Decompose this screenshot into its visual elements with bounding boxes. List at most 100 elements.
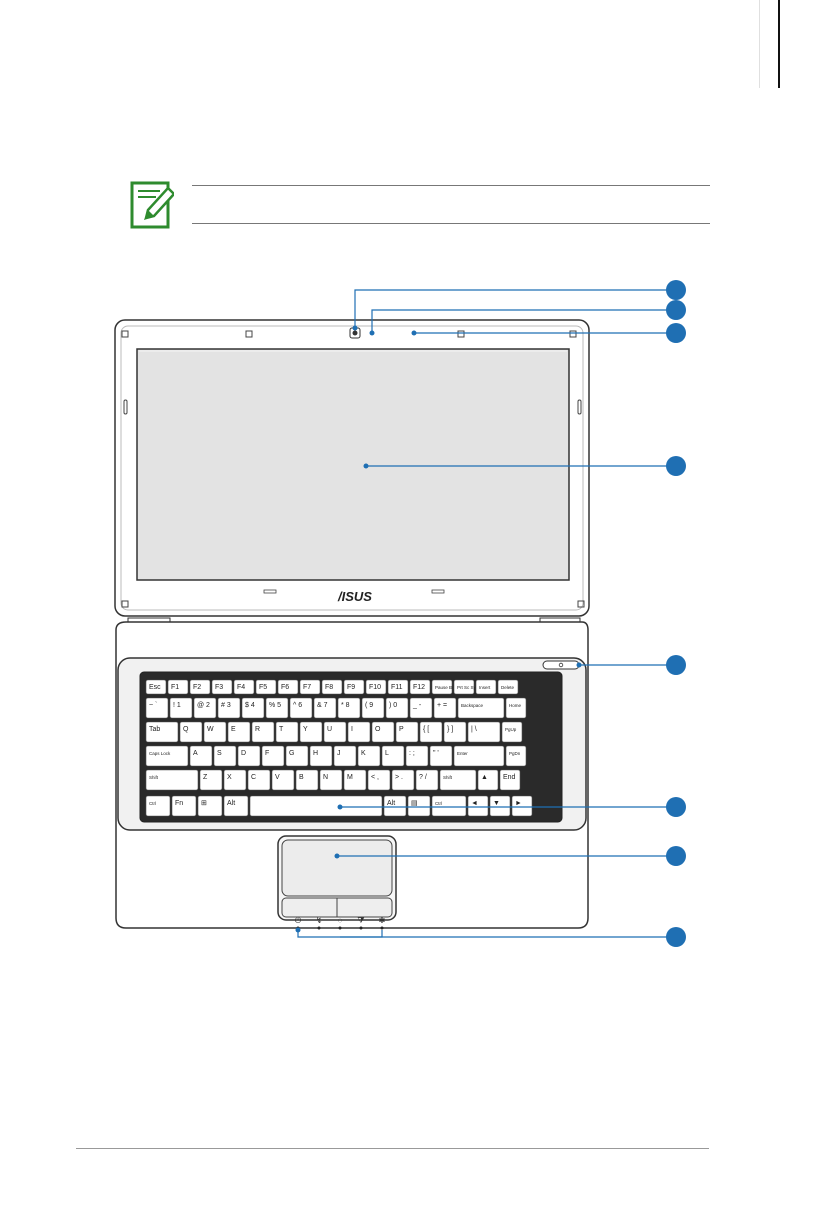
svg-text:▼: ▼	[493, 800, 500, 807]
wireless-icon: ⧩	[357, 916, 364, 925]
svg-text:F3: F3	[215, 684, 223, 691]
key-f3: F3	[211, 679, 233, 695]
key--: | \	[467, 721, 501, 743]
key--3: # 3	[217, 697, 241, 719]
svg-text:{ [: { [	[423, 726, 429, 733]
key-alt: Alt	[223, 795, 249, 817]
callout-anchor-camera-indicator	[369, 330, 375, 336]
key-caps-lock: Caps Lock	[145, 745, 189, 767]
key--: ►	[511, 795, 533, 817]
svg-text:F12: F12	[413, 684, 425, 691]
key--1: ! 1	[169, 697, 193, 719]
callout-anchor-status-indicators	[295, 927, 301, 933]
svg-text:X: X	[227, 774, 232, 781]
key-tab: Tab	[145, 721, 179, 743]
key--: " '	[429, 745, 453, 767]
bluetooth-icon: ✱	[379, 916, 386, 925]
callout-marker-camera	[666, 280, 686, 300]
svg-text:V: V	[275, 774, 280, 781]
svg-text:F2: F2	[193, 684, 201, 691]
callout-anchor-display-panel	[363, 463, 369, 469]
key-f9: F9	[343, 679, 365, 695]
key--9: ( 9	[361, 697, 385, 719]
svg-text:Ctrl: Ctrl	[435, 801, 442, 806]
key-f: F	[261, 745, 285, 767]
key-u: U	[323, 721, 347, 743]
callout-marker-display-panel	[666, 456, 686, 476]
svg-text:Delete: Delete	[501, 685, 515, 690]
svg-text:( 9: ( 9	[365, 702, 373, 709]
key-home: Home	[505, 697, 527, 719]
key-v: V	[271, 769, 295, 791]
svg-text:G: G	[289, 750, 294, 757]
svg-text:►: ►	[515, 800, 522, 807]
svg-text:_ -: _ -	[412, 702, 422, 709]
svg-text:Q: Q	[183, 726, 189, 733]
svg-text:I: I	[351, 726, 353, 733]
callout-line-camera	[354, 289, 676, 328]
key-f4: F4	[233, 679, 255, 695]
svg-text:O: O	[375, 726, 381, 733]
svg-text:Enter: Enter	[457, 751, 468, 756]
power-switch	[542, 660, 580, 670]
touchpad	[281, 839, 393, 897]
key-f5: F5	[255, 679, 277, 695]
laptop-lid: /ISUS	[114, 319, 590, 617]
svg-text:Shift: Shift	[443, 775, 453, 780]
svg-text:! 1: ! 1	[173, 702, 181, 709]
svg-text:Ctrl: Ctrl	[149, 801, 156, 806]
key-prt-sc-sysrq: Prt Sc SysRq	[453, 679, 484, 695]
key-j: J	[333, 745, 357, 767]
callout-line-camera-indicator	[371, 309, 676, 333]
key--4: $ 4	[241, 697, 265, 719]
key-w: W	[203, 721, 227, 743]
svg-text:Tab: Tab	[149, 726, 160, 733]
svg-text:PgDn: PgDn	[509, 751, 521, 756]
key--2: @ 2	[193, 697, 217, 719]
callout-marker-status-indicators	[666, 927, 686, 947]
key-z: Z	[199, 769, 223, 791]
key-f1: F1	[167, 679, 189, 695]
svg-text:N: N	[323, 774, 328, 781]
key-y: Y	[299, 721, 323, 743]
callout-anchor-power-switch	[576, 662, 582, 668]
svg-text:Home: Home	[509, 703, 522, 708]
svg-text:< ,: < ,	[371, 774, 379, 781]
svg-text:Z: Z	[203, 774, 208, 781]
note-bottom-rule	[192, 223, 710, 224]
key-e: E	[227, 721, 251, 743]
callout-anchor-keyboard	[337, 804, 343, 810]
key-c: C	[247, 769, 271, 791]
svg-text:C: C	[251, 774, 256, 781]
key-pause-break: Pause Break	[431, 679, 462, 695]
key--7: & 7	[313, 697, 337, 719]
svg-text:A: A	[193, 750, 198, 757]
svg-text:@ 2: @ 2	[197, 702, 210, 709]
key-enter: Enter	[453, 745, 505, 767]
svg-text:Y: Y	[303, 726, 308, 733]
key--: < ,	[367, 769, 391, 791]
svg-text:F10: F10	[369, 684, 381, 691]
svg-text:~ `: ~ `	[149, 702, 157, 709]
svg-text:Backspace: Backspace	[461, 703, 484, 708]
key--: : ;	[405, 745, 429, 767]
key--: _ -	[409, 697, 433, 719]
brand-logo: /ISUS	[337, 589, 372, 604]
power-indicator-icon: ⏻	[295, 916, 302, 925]
key-f11: F11	[387, 679, 409, 695]
key-l: L	[381, 745, 405, 767]
callout-lines	[295, 280, 686, 947]
key-t: T	[275, 721, 299, 743]
battery-charge-icon: ↯	[316, 916, 323, 925]
svg-text:◄: ◄	[471, 800, 478, 807]
key-insert: Insert	[475, 679, 497, 695]
svg-text:^ 6: ^ 6	[293, 702, 302, 709]
svg-text:⊞: ⊞	[201, 800, 207, 807]
svg-text:% 5: % 5	[269, 702, 281, 709]
key-f12: F12	[409, 679, 431, 695]
callout-marker-touchpad	[666, 846, 686, 866]
note-pencil-icon	[130, 181, 174, 229]
callout-marker-keyboard	[666, 797, 686, 817]
